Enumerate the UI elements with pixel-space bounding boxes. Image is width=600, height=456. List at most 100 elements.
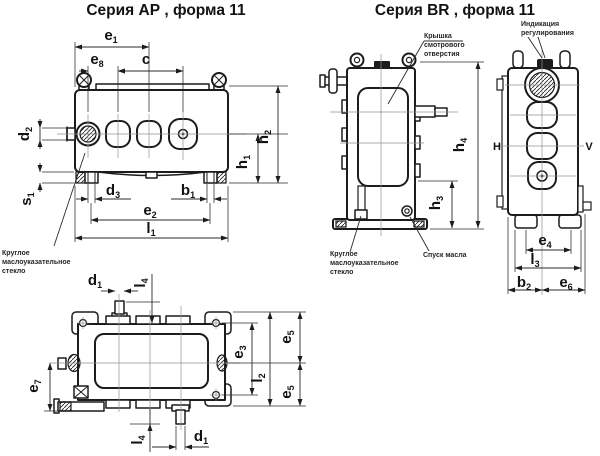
rib xyxy=(414,163,421,178)
bottom-tab xyxy=(145,171,158,179)
sight-glass-tube xyxy=(357,185,366,211)
pad xyxy=(165,315,191,325)
foot-right-bolt xyxy=(203,171,218,184)
svg-text:Индикация: Индикация xyxy=(521,21,559,28)
annotation-br-indication: Индикация регулирования xyxy=(521,21,574,37)
annotation-ap-sight-glass: Круглое маслоуказательное стекло xyxy=(2,250,71,275)
side-bar xyxy=(577,185,584,213)
dim-label-l2: l2 xyxy=(249,373,267,382)
br-side-dimensions xyxy=(349,40,484,253)
dim-label-l4-top: l4 xyxy=(132,278,150,287)
dim-label-d1-top: d1 xyxy=(88,272,102,290)
br-end-centerlines xyxy=(500,49,584,295)
br-side-centerlines xyxy=(330,54,458,236)
output-shaft-bottom xyxy=(175,409,186,425)
rib xyxy=(414,135,421,150)
br-end-view: Н V e4 l3 b2 e6 Индикация регулирования xyxy=(493,21,593,295)
foot-right-hatch xyxy=(216,171,227,184)
leader-cover xyxy=(387,40,425,105)
top-cap xyxy=(374,61,390,68)
output-shaft xyxy=(414,105,436,118)
side-tab xyxy=(496,78,504,91)
svg-text:маслоуказательное: маслоуказательное xyxy=(2,259,71,266)
stud xyxy=(512,50,524,69)
dim-label-e8: e8 xyxy=(90,51,103,69)
svg-text:регулирования: регулирования xyxy=(521,30,574,37)
leader-sight-glass xyxy=(349,215,362,253)
svg-text:Круглое: Круглое xyxy=(330,251,358,258)
mount-label-v: V xyxy=(585,141,593,153)
leader-indication xyxy=(527,36,543,59)
dim-label-h3: h3 xyxy=(427,196,445,210)
inspection-window xyxy=(357,87,409,187)
drain-stub xyxy=(582,201,592,211)
svg-text:Крышка: Крышка xyxy=(424,33,452,40)
dim-label-b1: b1 xyxy=(181,182,195,200)
foot-left-hatch xyxy=(75,171,86,184)
input-shaft-top xyxy=(114,300,125,315)
pad xyxy=(105,315,131,325)
svg-text:стекло: стекло xyxy=(330,269,353,276)
ap-bottom-dimensions xyxy=(44,274,306,452)
svg-text:Спуск масла: Спуск масла xyxy=(423,252,467,259)
dim-label-h1: h1 xyxy=(234,155,252,169)
ap-front-centerlines xyxy=(57,112,246,160)
dim-label-d2: d2 xyxy=(16,127,34,141)
dim-label-l1: l1 xyxy=(146,220,155,238)
ap-front-dimensions xyxy=(37,42,288,247)
annotation-br-drain: Спуск масла xyxy=(423,252,467,259)
br-end-housing xyxy=(496,50,592,229)
ap-front-view: e1 e8 c d2 h1 h2 s1 d3 b1 e2 l1 Круглое … xyxy=(2,27,288,275)
foot-left-bolt xyxy=(84,171,99,184)
title-series-br: Серия BR , форма 11 xyxy=(375,2,536,19)
eye-bolt-left xyxy=(76,72,92,88)
foot-detail xyxy=(53,385,105,414)
foot-right xyxy=(558,214,582,229)
svg-text:отверстия: отверстия xyxy=(424,51,460,58)
sight-glass-box xyxy=(354,209,368,220)
dim-label-e5-bottom: e5 xyxy=(278,385,296,398)
leader-sight-glass xyxy=(53,152,86,247)
br-end-dimensions xyxy=(507,36,586,294)
dim-label-h2: h2 xyxy=(255,130,273,144)
dim-label-b2: b2 xyxy=(517,274,531,292)
dim-label-e5-top: e5 xyxy=(278,330,296,343)
dim-label-e1: e1 xyxy=(104,27,117,45)
adjust-handle-cap xyxy=(319,74,326,88)
central-cover xyxy=(94,333,209,389)
ap-bottom-housing xyxy=(53,300,232,425)
ap-bottom-centerlines xyxy=(50,294,240,430)
dim-label-e6: e6 xyxy=(559,274,572,292)
pad xyxy=(105,399,131,409)
adjust-handle-grip xyxy=(328,68,338,94)
dim-label-e2: e2 xyxy=(143,202,156,220)
dim-label-l4-bottom: l4 xyxy=(129,435,147,444)
side-tab xyxy=(496,195,504,208)
dim-label-l3: l3 xyxy=(530,251,539,269)
dim-label-h4: h4 xyxy=(451,138,469,152)
stud xyxy=(559,50,571,69)
pad xyxy=(135,399,161,409)
dim-label-c: c xyxy=(142,51,150,68)
foot-left xyxy=(514,214,538,229)
side-stub xyxy=(57,357,67,370)
svg-text:стекло: стекло xyxy=(2,268,25,275)
title-series-ap: Серия АР , форма 11 xyxy=(86,2,246,19)
dim-label-e3: e3 xyxy=(230,345,248,358)
svg-text:Круглое: Круглое xyxy=(2,250,30,257)
ap-bottom-view: d1 l4 e7 e3 l2 e5 e5 l4 d1 xyxy=(25,272,306,452)
leader-drain xyxy=(409,216,430,252)
annotation-br-cover: Крышка смотрового отверстия xyxy=(424,33,465,58)
indication-cap xyxy=(537,59,553,68)
dim-label-s1: s1 xyxy=(18,192,36,205)
pad xyxy=(135,315,161,325)
svg-text:смотрового: смотрового xyxy=(424,42,465,49)
dim-label-d1-bottom: d1 xyxy=(194,428,208,446)
annotation-br-sight-glass: Круглое маслоуказательное стекло xyxy=(330,251,399,276)
ap-front-housing xyxy=(66,72,229,184)
mount-label-h: Н xyxy=(493,141,501,153)
br-side-view: h4 h3 Крышка смотрового отверстия Кругло… xyxy=(319,33,484,276)
dim-label-d3: d3 xyxy=(106,182,120,200)
dim-label-e7: e7 xyxy=(25,379,43,392)
dim-label-e4: e4 xyxy=(538,232,551,250)
